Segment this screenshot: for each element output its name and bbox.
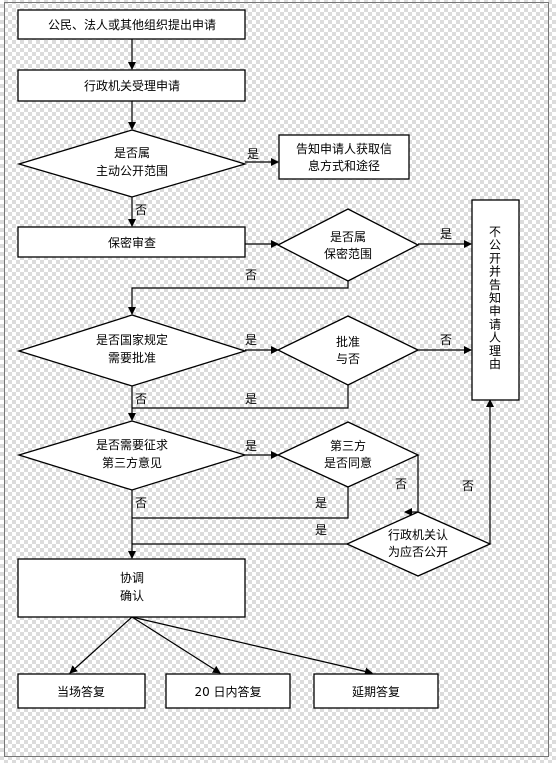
- node-inform-line2: 息方式和途径: [308, 158, 380, 173]
- label-active-yes: 是: [247, 147, 259, 161]
- label-active-no: 否: [135, 203, 147, 217]
- node-inform-line1: 告知申请人获取信: [296, 142, 392, 156]
- decision-active-scope-line1: 是否属: [114, 146, 150, 160]
- decision-third-agree-line2: 是否同意: [324, 455, 372, 470]
- decision-active-scope-line2: 主动公开范围: [96, 164, 168, 178]
- decision-approved: 批准 与否: [276, 315, 420, 386]
- node-apply: 公民、法人或其他组织提出申请: [17, 9, 246, 40]
- label-approval-no: 否: [135, 392, 147, 406]
- node-accept-text: 行政机关受理申请: [84, 79, 180, 93]
- decision-approval-line1: 是否国家规定: [96, 332, 168, 347]
- page-border: [4, 2, 549, 757]
- label-third-yes: 是: [245, 439, 257, 453]
- decision-admin-disclose: 行政机关认 为应否公开: [345, 511, 492, 577]
- node-apply-text: 公民、法人或其他组织提出申请: [48, 17, 216, 32]
- label-admin-no: 否: [462, 479, 474, 493]
- label-secret-yes: 是: [440, 227, 452, 241]
- node-reply-20-days: 20 日内答复: [165, 673, 291, 709]
- decision-secret-scope: 是否属 保密范围: [276, 208, 420, 282]
- node-reply-20-days-text: 20 日内答复: [194, 684, 261, 699]
- node-coordinate-line1: 协调: [120, 570, 144, 585]
- label-third-no: 否: [135, 496, 147, 510]
- decision-approved-line2: 与否: [336, 352, 360, 366]
- node-inform: 告知申请人获取信 息方式和途径: [278, 134, 410, 180]
- node-reply-delay-text: 延期答复: [352, 684, 400, 699]
- decision-admin-line1: 行政机关认: [388, 528, 448, 542]
- node-reply-delay: 延期答复: [313, 673, 439, 709]
- node-reply-now-text: 当场答复: [57, 684, 105, 699]
- label-agree-no: 否: [395, 477, 407, 491]
- decision-approved-line1: 批准: [336, 334, 360, 349]
- edge-coordinate-20: [131, 616, 221, 674]
- decision-active-scope: 是否属 主动公开范围: [16, 129, 248, 198]
- edge-qsecret-qapproval: [128, 281, 349, 315]
- decision-third-party-line1: 是否需要征求: [96, 438, 168, 452]
- node-secrecy-review-text: 保密审查: [108, 235, 156, 250]
- edge-labels: 是 否 是 否 是 否 否 是 是 否 否 是 否 是: [135, 147, 474, 537]
- node-accept: 行政机关受理申请: [17, 69, 246, 102]
- node-refuse-text: 不公开并告知申请人理由: [489, 225, 501, 371]
- label-approved-yes: 是: [245, 392, 257, 406]
- decision-third-party-line2: 第三方意见: [102, 455, 162, 470]
- edge-qapproved-yes-back: [132, 385, 349, 409]
- decision-secret-scope-line2: 保密范围: [324, 246, 372, 261]
- label-approval-yes: 是: [245, 333, 257, 347]
- decision-admin-line2: 为应否公开: [388, 544, 448, 559]
- label-secret-no: 否: [245, 268, 257, 282]
- label-agree-yes: 是: [315, 496, 327, 510]
- label-approved-no: 否: [440, 333, 452, 347]
- decision-third-agree-line1: 第三方: [330, 438, 366, 453]
- label-admin-yes: 是: [315, 523, 327, 537]
- decision-third-party: 是否需要征求 第三方意见: [16, 420, 248, 491]
- node-coordinate: 协调 确认: [17, 558, 246, 618]
- edge-qagree-yes-back: [132, 487, 349, 519]
- edge-coordinate-now: [69, 616, 133, 674]
- node-coordinate-line2: 确认: [120, 589, 144, 603]
- decision-approval-required: 是否国家规定 需要批准: [16, 314, 248, 387]
- node-refuse: 不公开并告知申请人理由: [471, 199, 520, 401]
- node-reply-now: 当场答复: [17, 673, 146, 709]
- decision-third-agree: 第三方 是否同意: [276, 421, 420, 488]
- decision-approval-line2: 需要批准: [108, 350, 156, 365]
- edge-coordinate-delay: [131, 616, 373, 676]
- decision-secret-scope-line1: 是否属: [330, 230, 366, 244]
- node-secrecy-review: 保密审查: [17, 226, 246, 258]
